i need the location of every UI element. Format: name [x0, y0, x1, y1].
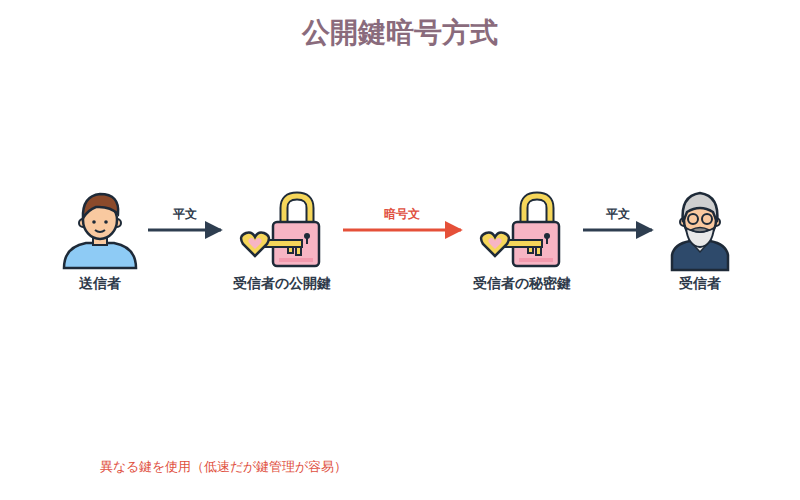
diagram-title: 公開鍵暗号方式: [0, 14, 800, 52]
flow-arrow: [583, 229, 652, 232]
flow-arrow: [148, 229, 221, 232]
flow-arrow: [343, 229, 461, 232]
node-label: 受信者の秘密鍵: [467, 275, 577, 293]
edge-label: 平文: [606, 206, 630, 223]
receiver-icon: [672, 193, 728, 270]
note-text: 異なる鍵を使用（低速だが鍵管理が容易）: [100, 458, 347, 476]
icon-node: 受信者の秘密鍵: [467, 190, 577, 293]
node-label: 受信者の公開鍵: [227, 275, 337, 293]
sender-icon: [64, 194, 136, 268]
icon-node: 受信者: [658, 190, 742, 293]
edge-label: 暗号文: [384, 206, 420, 223]
icon-node: 受信者の公開鍵: [227, 190, 337, 293]
icon-node: 送信者: [58, 190, 142, 293]
node-label: 受信者: [658, 275, 742, 293]
lock-icon: [481, 196, 559, 266]
lock-icon: [241, 196, 319, 266]
edge-label: 平文: [173, 206, 197, 223]
node-label: 送信者: [58, 275, 142, 293]
